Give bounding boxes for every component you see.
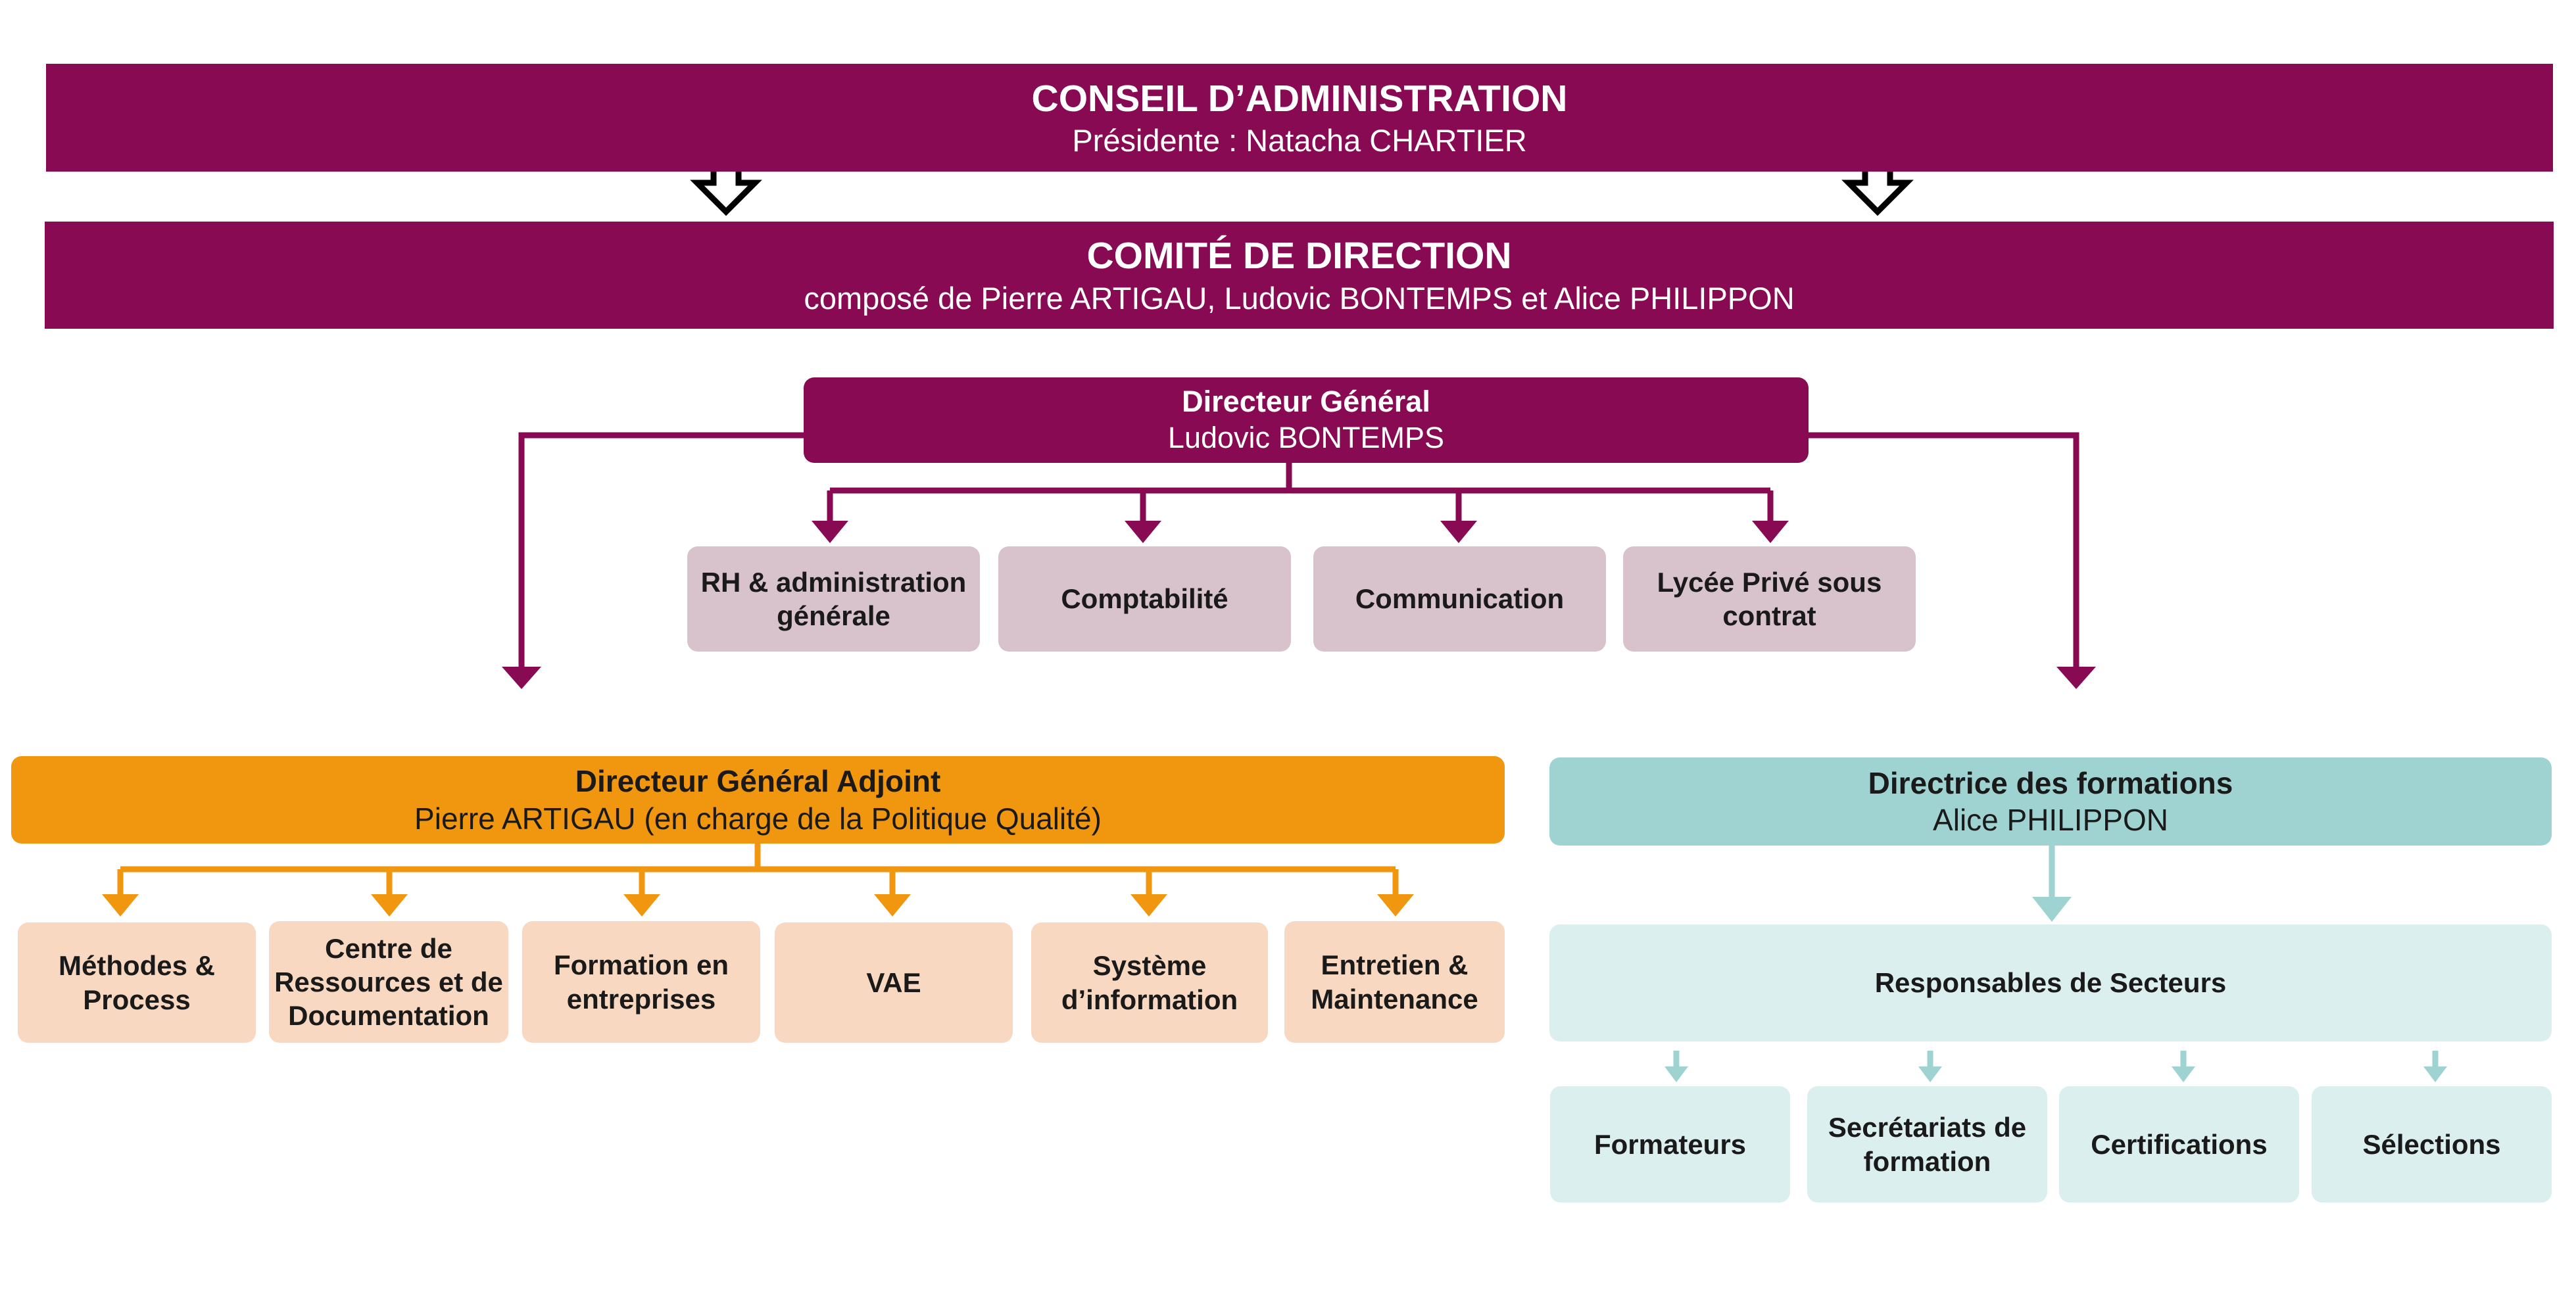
directrice-formations-box: Directrice des formations Alice PHILIPPO… — [1549, 757, 2552, 846]
df-item-certifications: Certifications — [2059, 1086, 2299, 1203]
comite-subtitle: composé de Pierre ARTIGAU, Ludovic BONTE… — [804, 280, 1795, 316]
comite-direction-band: COMITÉ DE DIRECTION composé de Pierre AR… — [45, 222, 2554, 329]
dga-item-centre-ressources: Centre de Ressources et de Documentation — [269, 921, 508, 1043]
df-item-selections: Sélections — [2312, 1086, 2552, 1203]
dga-item-methodes-process: Méthodes & Process — [18, 922, 256, 1043]
df-title: Directrice des formations — [1868, 765, 2233, 800]
df-item-formateurs: Formateurs — [1550, 1086, 1790, 1203]
dga-item-vae: VAE — [775, 922, 1013, 1043]
conseil-title: CONSEIL D’ADMINISTRATION — [1031, 77, 1568, 120]
df-subtitle: Alice PHILIPPON — [1933, 803, 2168, 837]
service-rh-administration: RH & administration générale — [687, 546, 980, 652]
df-connectors — [1673, 844, 2439, 1069]
dg-connectors — [518, 432, 2079, 672]
conseil-subtitle: Présidente : Natacha CHARTIER — [1072, 123, 1527, 158]
df-arrowheads — [1665, 897, 2447, 1082]
dg-subtitle: Ludovic BONTEMPS — [1167, 421, 1445, 454]
dga-title: Directeur Général Adjoint — [575, 764, 941, 799]
dga-subtitle: Pierre ARTIGAU (en charge de la Politiqu… — [414, 801, 1102, 836]
dg-arrowheads — [502, 521, 2096, 689]
directeur-general-box: Directeur Général Ludovic BONTEMPS — [804, 377, 1809, 463]
dga-arrowheads — [102, 894, 1414, 917]
service-lycee-prive: Lycée Privé sous contrat — [1623, 546, 1916, 652]
service-comptabilite: Comptabilité — [998, 546, 1291, 652]
df-item-secretariats: Secrétariats de formation — [1807, 1086, 2047, 1203]
dga-item-entretien-maintenance: Entretien & Maintenance — [1284, 921, 1505, 1043]
directeur-general-adjoint-box: Directeur Général Adjoint Pierre ARTIGAU… — [11, 756, 1505, 844]
dga-item-formation-entreprises: Formation en entreprises — [522, 921, 760, 1043]
responsables-secteurs-box: Responsables de Secteurs — [1549, 924, 2552, 1041]
conseil-administration-band: CONSEIL D’ADMINISTRATION Présidente : Na… — [46, 64, 2553, 172]
service-communication: Communication — [1313, 546, 1606, 652]
dga-connectors — [117, 842, 1399, 898]
dga-item-systeme-information: Système d’information — [1031, 922, 1268, 1043]
dg-title: Directeur Général — [1182, 385, 1430, 419]
comite-title: COMITÉ DE DIRECTION — [1086, 235, 1512, 277]
